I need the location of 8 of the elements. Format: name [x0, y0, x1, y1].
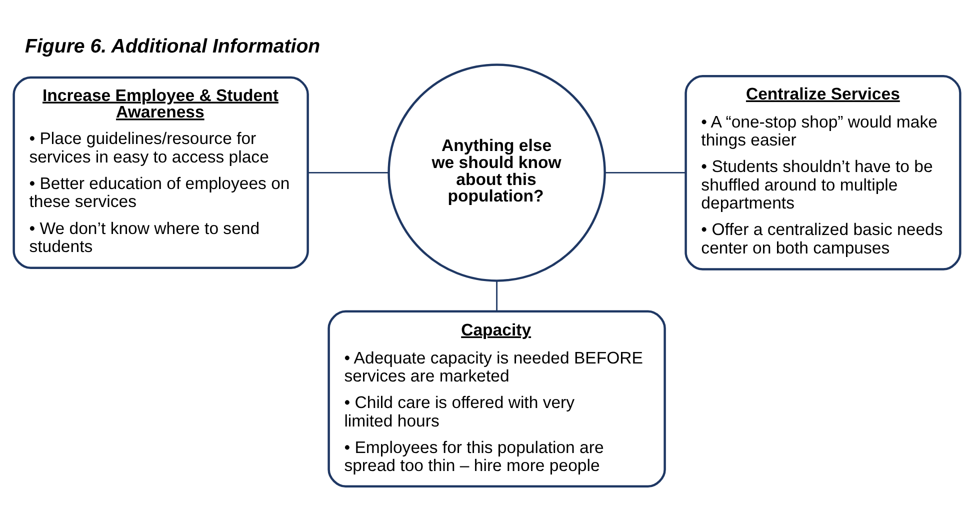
node-box: Centralize Services • A “one-stop shop” would make things easier • Students shouldn’t have to be shuffled around to multiple departments • Offer a centralized basic needs center on both campuses: [684, 74, 962, 270]
connector: [496, 280, 498, 311]
diagram-title: Figure 6. Additional Information: [25, 34, 320, 57]
connector: [308, 172, 389, 173]
node-box: Increase Employee & Student Awareness • Place guidelines/resource for services in easy to access place • Better education of employees on these services • We don’t know where to send students: [12, 76, 309, 269]
node-circle: Anything else we should know about this population?: [388, 63, 606, 282]
connector: [605, 172, 686, 173]
node-box: Capacity • Adequate capacity is needed BEFORE services are marketed • Child care is offered with very limited hours • Employees for this population are spread too thin – hire more people: [328, 310, 666, 488]
